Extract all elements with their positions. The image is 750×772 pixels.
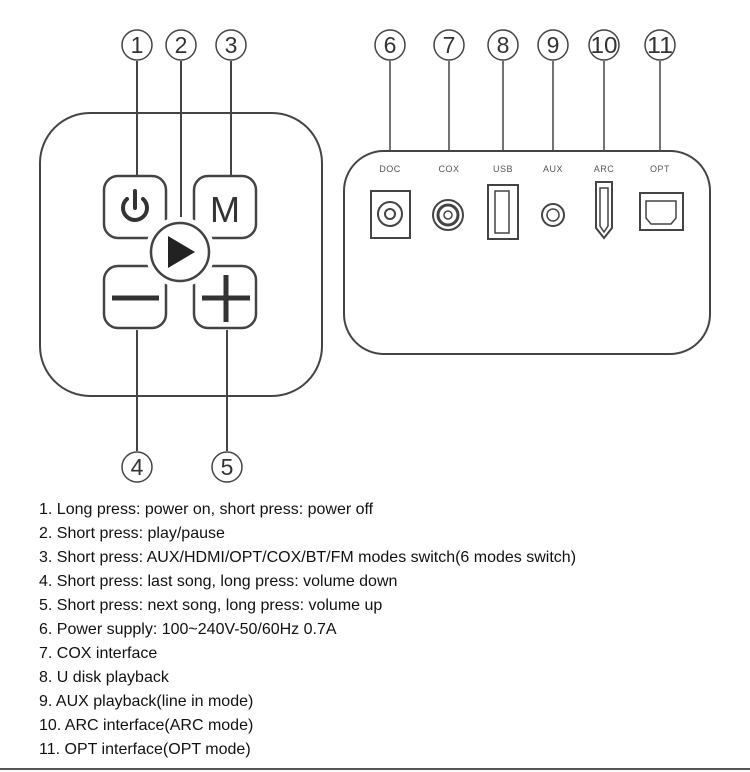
aux-port (541, 203, 565, 227)
optical-port (639, 192, 684, 231)
callout-8: 8 (487, 29, 519, 61)
port-label-cox: COX (438, 164, 459, 174)
svg-text:6: 6 (384, 32, 397, 58)
port-panel (343, 150, 711, 355)
legend-item: 3. Short press: AUX/HDMI/OPT/COX/BT/FM m… (39, 549, 577, 566)
callout-6: 6 (374, 29, 406, 61)
bottom-divider (0, 768, 750, 770)
port-label-usb: USB (493, 164, 513, 174)
callout-1: 1 (121, 29, 153, 61)
legend-item: 11. OPT interface(OPT mode) (39, 741, 251, 758)
svg-text:5: 5 (221, 454, 234, 480)
legend-item: 10. ARC interface(ARC mode) (39, 717, 254, 734)
callout-5: 5 (211, 451, 243, 483)
port-label-opt: OPT (650, 164, 670, 174)
legend-item: 8. U disk playback (39, 669, 169, 686)
port-label-aux: AUX (543, 164, 563, 174)
legend-item: 1. Long press: power on, short press: po… (39, 501, 374, 518)
svg-text:9: 9 (547, 32, 560, 58)
svg-text:10: 10 (591, 32, 618, 58)
hdmi-arc-port (595, 181, 613, 240)
svg-text:8: 8 (497, 32, 510, 58)
callout-10: 10 (588, 29, 620, 61)
legend-item: 6. Power supply: 100~240V-50/60Hz 0.7A (39, 621, 337, 638)
legend-item: 2. Short press: play/pause (39, 525, 225, 542)
coaxial-port (432, 199, 464, 231)
callout-11: 11 (644, 29, 676, 61)
function-legend: 1. Long press: power on, short press: po… (39, 498, 576, 762)
volume-down-button[interactable] (102, 264, 168, 330)
legend-item: 9. AUX playback(line in mode) (39, 693, 254, 710)
port-label-doc: DOC (379, 164, 401, 174)
svg-text:2: 2 (175, 32, 188, 58)
port-label-arc: ARC (594, 164, 615, 174)
mode-button[interactable]: M (192, 174, 258, 240)
mode-button-label: M (210, 189, 240, 230)
power-icon (121, 189, 149, 222)
svg-text:3: 3 (225, 32, 238, 58)
callout-9: 9 (537, 29, 569, 61)
legend-item: 7. COX interface (39, 645, 158, 662)
callout-3: 3 (215, 29, 247, 61)
callout-2: 2 (165, 29, 197, 61)
power-button[interactable] (102, 174, 168, 240)
svg-text:4: 4 (131, 454, 144, 480)
volume-up-button[interactable] (192, 264, 258, 330)
svg-text:1: 1 (131, 32, 144, 58)
usb-port (487, 184, 519, 240)
svg-text:7: 7 (443, 32, 456, 58)
legend-item: 4. Short press: last song, long press: v… (39, 573, 398, 590)
dc-power-port (370, 190, 411, 239)
callout-7: 7 (433, 29, 465, 61)
play-pause-button[interactable] (145, 217, 215, 287)
legend-item: 5. Short press: next song, long press: v… (39, 597, 383, 614)
plus-icon (202, 275, 250, 322)
device-diagram: M DOC COX USB AUX ARC OPT (39, 29, 711, 483)
svg-text:11: 11 (647, 32, 673, 58)
play-icon (168, 236, 195, 268)
callout-4: 4 (121, 451, 153, 483)
